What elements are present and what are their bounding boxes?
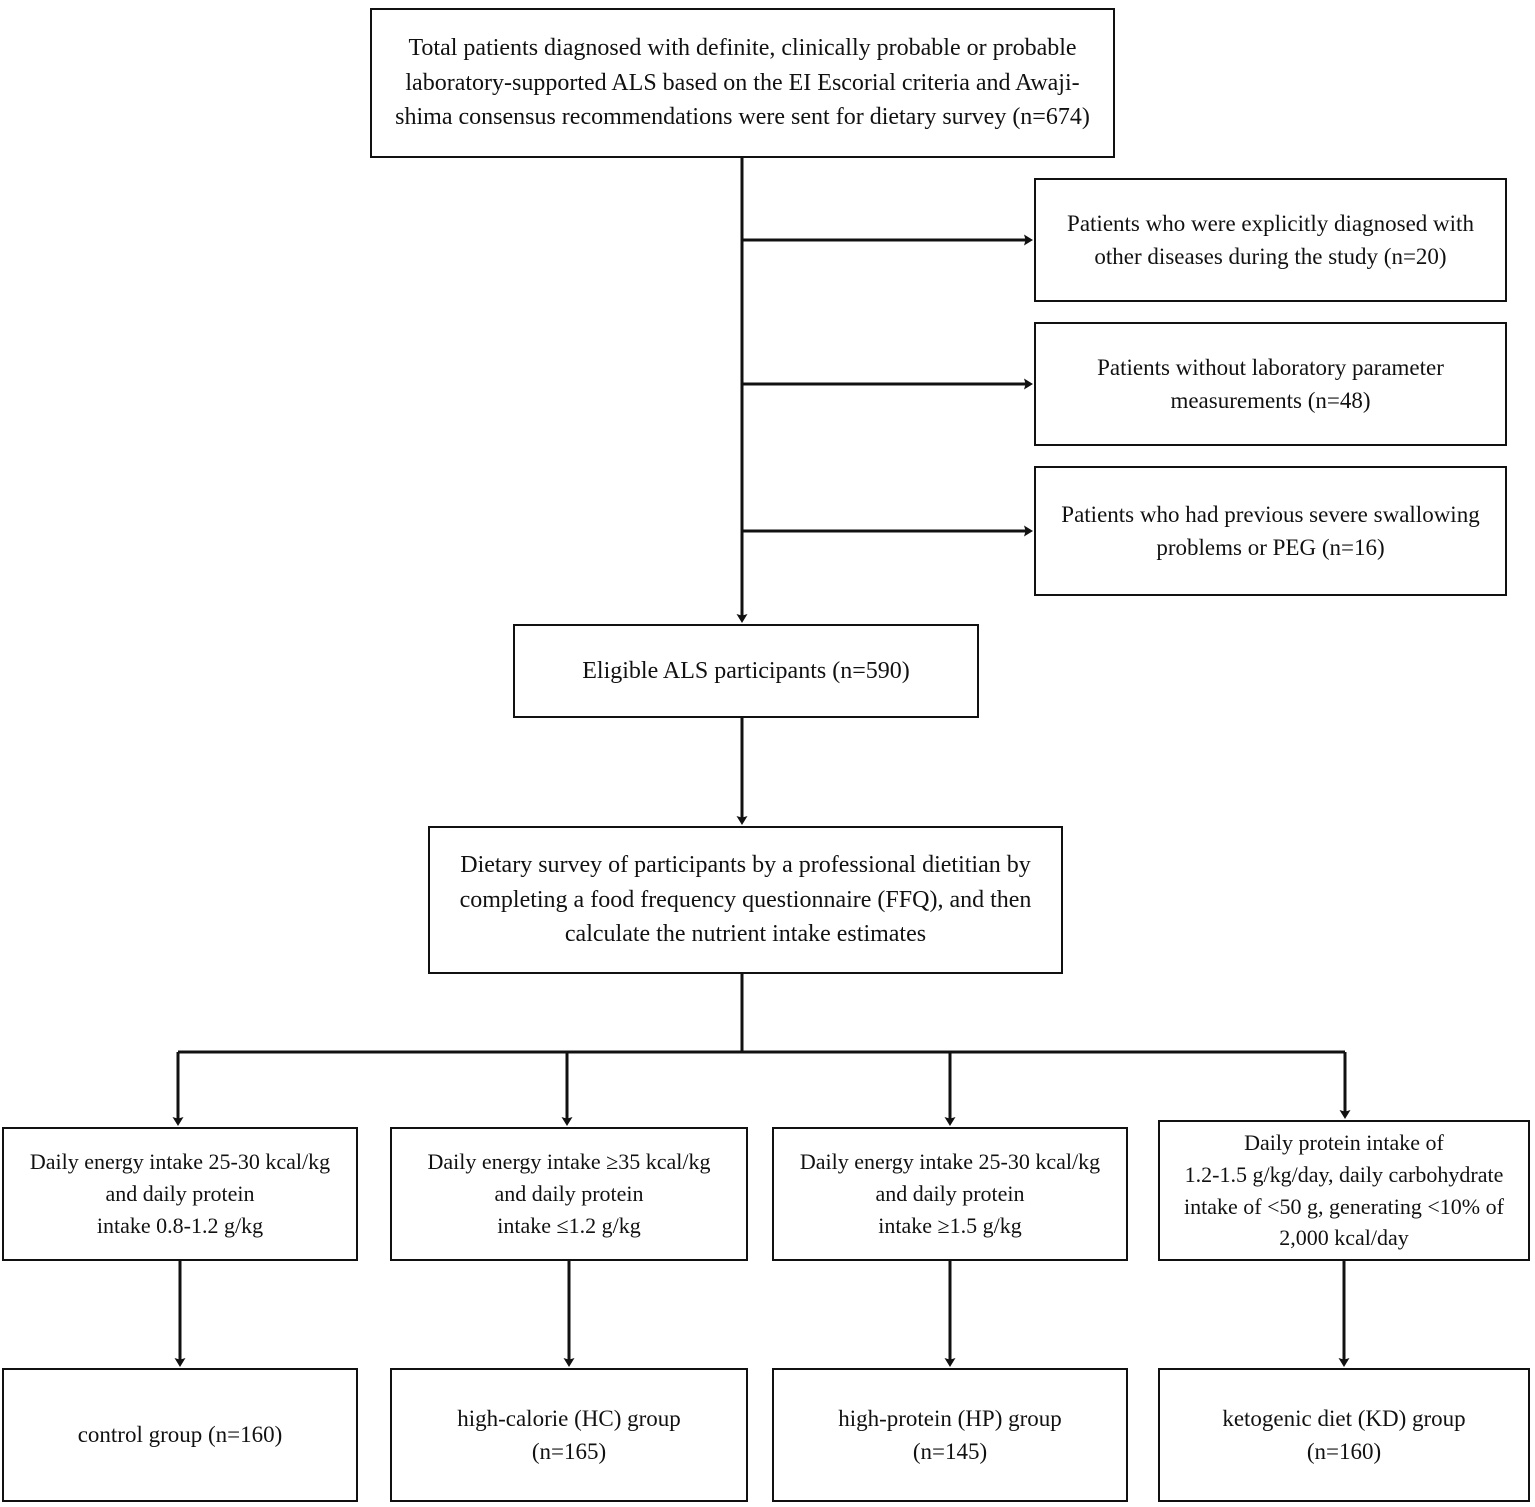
node-group-ketogenic-diet: ketogenic diet (KD) group (n=160)	[1158, 1368, 1530, 1502]
node-excluded-other-diseases-label: Patients who were explicitly diagnosed w…	[1067, 210, 1474, 269]
node-excluded-no-lab-measurements-label: Patients without laboratory parameter me…	[1097, 354, 1444, 413]
node-excluded-no-lab-measurements: Patients without laboratory parameter me…	[1034, 322, 1507, 446]
node-group-high-protein-label: high-protein (HP) group (n=145)	[838, 1405, 1062, 1464]
node-total-patients: Total patients diagnosed with definite, …	[370, 8, 1115, 158]
node-total-patients-label: Total patients diagnosed with definite, …	[395, 34, 1090, 131]
node-group-ketogenic-diet-label: ketogenic diet (KD) group (n=160)	[1222, 1405, 1466, 1464]
node-criteria-high-protein: Daily energy intake 25-30 kcal/kg and da…	[772, 1127, 1128, 1261]
node-criteria-ketogenic-diet-label: Daily protein intake of 1.2-1.5 g/kg/day…	[1184, 1129, 1504, 1251]
node-excluded-swallowing-peg: Patients who had previous severe swallow…	[1034, 466, 1507, 596]
node-criteria-high-protein-label: Daily energy intake 25-30 kcal/kg and da…	[799, 1149, 1101, 1238]
node-group-control-label: control group (n=160)	[77, 1422, 283, 1448]
node-excluded-other-diseases: Patients who were explicitly diagnosed w…	[1034, 178, 1507, 302]
node-criteria-ketogenic-diet: Daily protein intake of 1.2-1.5 g/kg/day…	[1158, 1120, 1530, 1261]
node-dietary-survey-label: Dietary survey of participants by a prof…	[459, 851, 1032, 948]
node-group-high-protein: high-protein (HP) group (n=145)	[772, 1368, 1128, 1502]
node-group-high-calorie: high-calorie (HC) group (n=165)	[390, 1368, 748, 1502]
node-criteria-control-label: Daily energy intake 25-30 kcal/kg and da…	[29, 1149, 331, 1238]
node-excluded-swallowing-peg-label: Patients who had previous severe swallow…	[1061, 501, 1480, 560]
node-criteria-control: Daily energy intake 25-30 kcal/kg and da…	[2, 1127, 358, 1261]
node-eligible-participants-label: Eligible ALS participants (n=590)	[582, 657, 910, 684]
node-criteria-high-calorie: Daily energy intake ≥35 kcal/kg and dail…	[390, 1127, 748, 1261]
node-group-control: control group (n=160)	[2, 1368, 358, 1502]
node-group-high-calorie-label: high-calorie (HC) group (n=165)	[457, 1405, 681, 1464]
node-dietary-survey: Dietary survey of participants by a prof…	[428, 826, 1063, 974]
node-eligible-participants: Eligible ALS participants (n=590)	[513, 624, 979, 718]
node-criteria-high-calorie-label: Daily energy intake ≥35 kcal/kg and dail…	[427, 1149, 711, 1238]
